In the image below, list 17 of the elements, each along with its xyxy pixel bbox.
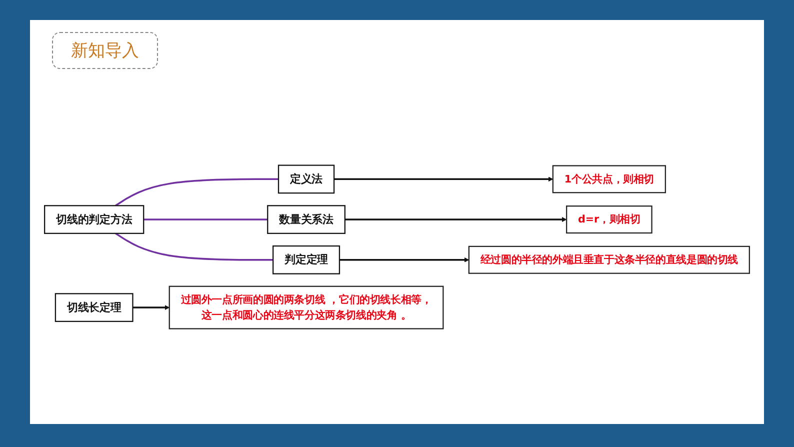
connector <box>115 232 274 261</box>
node-box: 切线的判定方法 <box>44 205 144 234</box>
node-box: 切线长定理 <box>54 293 134 322</box>
node-box: 经过圆的半径的外端且垂直于这条半径的直线是圆的切线 <box>468 246 750 274</box>
node-box: 定义法 <box>278 164 335 194</box>
node-box: 数量关系法 <box>267 205 346 234</box>
node-box: 判定定理 <box>272 245 340 274</box>
arrow <box>132 305 170 310</box>
arrow <box>344 217 567 222</box>
connector <box>144 218 268 220</box>
node-box: 过圆外一点所画的圆的两条切线 ，它们的切线长相等， 这一点和圆心的连线平分这两条切线的夹角 。 <box>168 286 444 330</box>
arrow <box>339 257 470 262</box>
connector <box>115 178 278 206</box>
arrow <box>334 176 554 182</box>
slide-title: 新知导入 <box>52 32 158 69</box>
node-box: 1个公共点，则相切 <box>552 165 666 194</box>
node-box: d=r，则相切 <box>566 206 652 234</box>
